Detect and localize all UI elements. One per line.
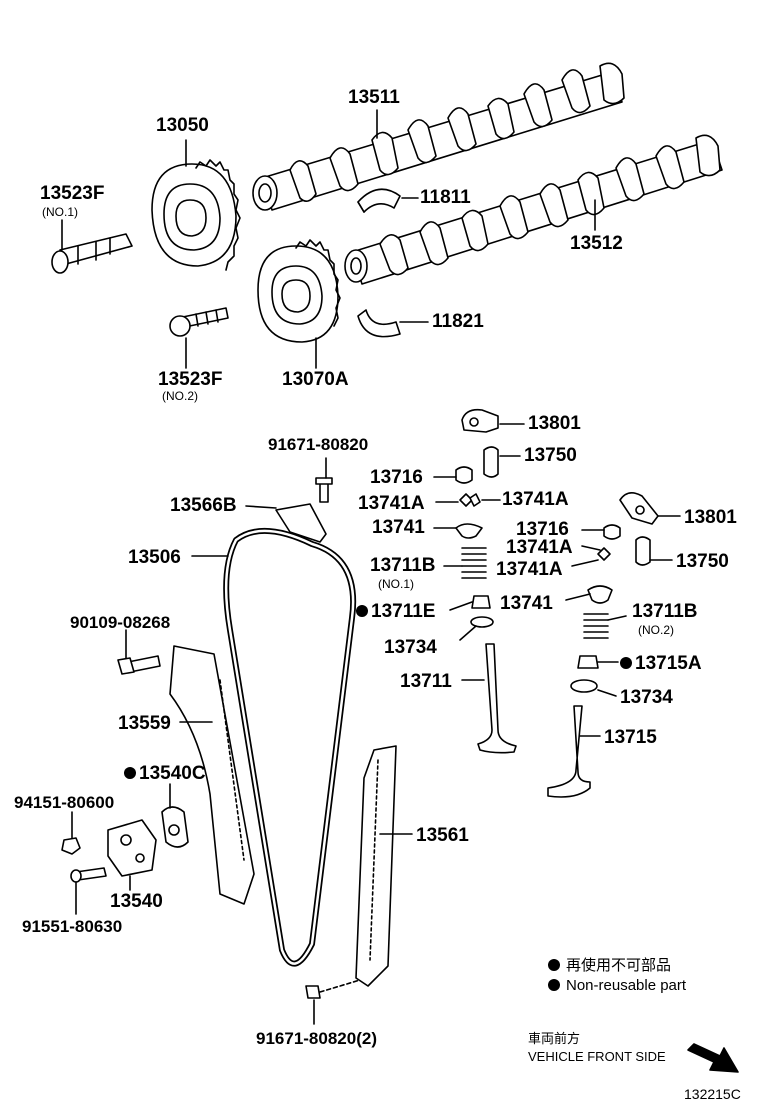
label-11821: 11821 [432, 311, 484, 332]
label-13559: 13559 [118, 713, 171, 734]
legend-en: Non-reusable part [548, 978, 686, 993]
label-13716-b: 13716 [516, 519, 569, 540]
bearing-11811 [357, 188, 401, 213]
keepers-13741A-a [459, 493, 481, 507]
label-13716-a: 13716 [370, 467, 423, 488]
valve-13711 [477, 643, 517, 754]
nut-94151 [61, 837, 81, 855]
label-13523F-no2-sub: (NO.2) [162, 389, 198, 403]
label-13801-a: 13801 [528, 413, 581, 434]
label-13741-a: 13741 [372, 517, 425, 538]
label-13540: 13540 [110, 891, 163, 912]
bolt-91671-top [315, 477, 333, 503]
legend-jp-text: 再使用不可部品 [566, 957, 672, 974]
label-13734-b: 13734 [620, 687, 673, 708]
label-13741A-c: 13741A [506, 537, 573, 558]
bearing-11821 [357, 309, 401, 338]
label-13715: 13715 [604, 727, 657, 748]
label-13711E: 13711E [356, 602, 435, 621]
valve-spring-13711B-no1 [461, 547, 487, 579]
label-13523F-no2: 13523F [158, 369, 223, 390]
label-13741-b: 13741 [500, 593, 553, 614]
tensioner-13540 [107, 819, 157, 877]
valve-seal-13715A [577, 655, 599, 669]
legend-jp: 再使用不可部品 [548, 958, 671, 973]
label-13070A: 13070A [282, 369, 349, 390]
front-jp: 車両前方 [528, 1031, 581, 1046]
label-13711B-no1-sub: (NO.1) [378, 577, 414, 591]
timing-chain-13506 [223, 528, 357, 967]
label-13561: 13561 [416, 825, 469, 846]
label-13711B-no2: 13711B [632, 601, 698, 622]
lash-adjuster-13750-b [635, 536, 651, 566]
label-13741A-d: 13741A [496, 559, 563, 580]
label-13741A-b: 13741A [502, 489, 569, 510]
label-13523F-no1-sub: (NO.1) [42, 205, 78, 219]
rocker-arm-13801-b [619, 492, 659, 525]
label-91671-bottom: 91671-80820(2) [256, 1029, 377, 1048]
label-13523F-no1: 13523F [40, 183, 105, 204]
label-13566B: 13566B [170, 495, 237, 516]
bolt-13523F-no1 [51, 233, 133, 274]
label-91551: 91551-80630 [22, 917, 123, 936]
valve-seal-13711E [471, 595, 491, 609]
timing-gear-13070A [257, 239, 341, 343]
gasket-13540C [161, 806, 189, 848]
label-13050: 13050 [156, 115, 209, 136]
valve-spring-13711B-no2 [583, 613, 609, 639]
front-en: VEHICLE FRONT SIDE [528, 1049, 666, 1064]
camshaft-13512 [344, 134, 723, 285]
bolt-91551 [70, 867, 107, 883]
label-91671-top: 91671-80820 [268, 435, 369, 454]
chain-slipper-13559 [169, 645, 255, 905]
arrow-down-right-icon [687, 1043, 739, 1073]
filled-circle-icon [548, 959, 560, 971]
label-13711: 13711 [400, 671, 452, 692]
shim-13716-b [603, 524, 621, 540]
washer-13734-b [570, 679, 598, 693]
bolt-91671-bottom [305, 979, 361, 999]
chain-guide-13566B [275, 503, 327, 543]
keepers-13741A-b [597, 547, 611, 561]
bolt-13523F-no2 [169, 307, 229, 337]
label-13715A: 13715A [620, 654, 702, 673]
label-13711B-no2-sub: (NO.2) [638, 623, 674, 637]
retainer-13741-a [455, 523, 483, 539]
legend-en-text: Non-reusable part [566, 977, 687, 994]
camshaft-13511 [252, 62, 625, 211]
label-13512: 13512 [570, 233, 623, 254]
label-13540C: 13540C [124, 764, 206, 783]
valve-13715 [547, 705, 591, 798]
label-13511: 13511 [348, 87, 400, 108]
bolt-90109 [117, 655, 161, 675]
label-90109: 90109-08268 [70, 613, 171, 632]
label-13734-a: 13734 [384, 637, 437, 658]
label-13711B-no1: 13711B [370, 555, 436, 576]
label-13750-b: 13750 [676, 551, 729, 572]
chain-guide-13561 [355, 745, 397, 987]
label-11811: 11811 [420, 187, 471, 208]
filled-circle-icon [548, 979, 560, 991]
retainer-13741-b [587, 585, 613, 604]
timing-gear-13050 [151, 159, 241, 271]
shim-13716-a [455, 466, 473, 484]
diagram-code: 132215C [684, 1086, 741, 1102]
label-13801-b: 13801 [684, 507, 737, 528]
label-13506: 13506 [128, 547, 181, 568]
label-13741A-a: 13741A [358, 493, 425, 514]
label-94151: 94151-80600 [14, 793, 115, 812]
washer-13734-a [470, 616, 494, 628]
rocker-arm-13801-a [461, 408, 499, 433]
label-13750-a: 13750 [524, 445, 577, 466]
lash-adjuster-13750-a [483, 446, 499, 478]
